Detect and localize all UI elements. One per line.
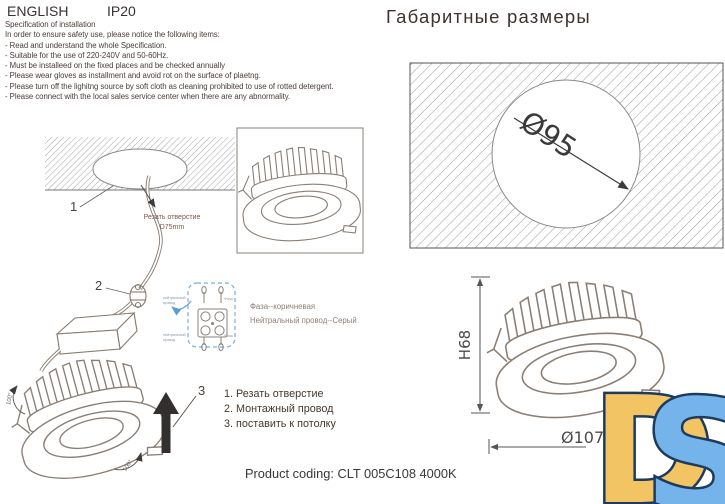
wire-connector-drawing	[129, 283, 147, 309]
cut-hole-note-line1: Резать отверстие	[143, 214, 201, 221]
step-1: 1. Резать отверстие	[224, 388, 324, 400]
product-coding: Product coding: CLT 005C108 4000K	[245, 466, 457, 481]
spec-item: - Please connect with the local sales se…	[5, 92, 291, 102]
cut-hole-note-line2: D75mm	[159, 224, 185, 231]
step-3: 3. поставить к потолку	[224, 418, 336, 430]
terminal-label-phase-top: Фаза	[224, 296, 233, 301]
logo-letter-d: D	[592, 365, 715, 504]
language-label: ENGLISH	[7, 3, 69, 19]
cut-hole-note: Резать отверстие D75mm	[134, 213, 210, 233]
callout-2-leader	[105, 287, 131, 295]
spec-item: - Must be installeed on the fixed places…	[5, 61, 226, 71]
spec-item: - Read and understand the whole Specific…	[5, 40, 167, 50]
driver-box-drawing	[55, 311, 138, 355]
diameter-dimension	[488, 439, 586, 454]
wiring-zoom-arrow	[171, 300, 192, 316]
neutral-wire-label: Нейтральный провод--Серый	[250, 316, 357, 325]
rotation-arrow-left	[9, 385, 26, 415]
spec-intro: In order to ensure safety use, please no…	[5, 30, 220, 40]
diameter-label: Ø107	[561, 428, 604, 447]
rotation-arrow-bottom	[113, 452, 143, 471]
spec-title: Specification of installation	[5, 20, 96, 29]
terminal-label-neutral-top: нейтральный провод	[163, 295, 186, 305]
callout-3: 3	[198, 383, 206, 398]
spec-item: - Please turn off the lighitng source by…	[5, 81, 334, 91]
callout-1: 1	[70, 199, 78, 214]
downlight-drawing-framed	[233, 141, 364, 247]
cut-hole-arrow	[140, 184, 156, 208]
product-picture-frame	[236, 127, 364, 254]
wiring-detail-drawing	[171, 282, 236, 351]
height-label: H68	[456, 330, 474, 360]
downlight-drawing-main	[0, 342, 173, 493]
callout-2: 2	[95, 278, 103, 293]
spec-item: - Suitable for the use of 220-240V and 5…	[5, 50, 169, 60]
logo-letter-s: S	[644, 367, 725, 504]
specification-block: Specification of installation In order t…	[5, 20, 405, 102]
cutout-dimension-drawing: Ø95	[409, 62, 724, 249]
ceiling-cutout-drawing	[45, 137, 235, 191]
phase-wire-label: Фаза--коричневая	[250, 302, 316, 311]
ds-logo: D S	[590, 363, 725, 504]
callout-3-leader	[172, 395, 197, 428]
terminal-label-neutral-bottom: нейтральный провод	[163, 332, 186, 342]
terminal-label-phase-bottom: Фаза	[224, 333, 233, 338]
step-2: 2. Монтажный провод	[224, 403, 334, 415]
spec-item: - Please wear gloves as installment and …	[5, 71, 261, 81]
dimensions-title: Габаритные размеры	[386, 6, 591, 27]
installation-steps: 1. Резать отверстие 2. Монтажный провод …	[224, 387, 336, 432]
height-dimension	[471, 276, 490, 414]
ip-rating-label: IP20	[107, 3, 136, 19]
up-arrow	[153, 392, 179, 453]
wiring-legend: Фаза--коричневая Нейтральный провод--Сер…	[250, 300, 357, 328]
callout-1-leader	[79, 185, 114, 208]
